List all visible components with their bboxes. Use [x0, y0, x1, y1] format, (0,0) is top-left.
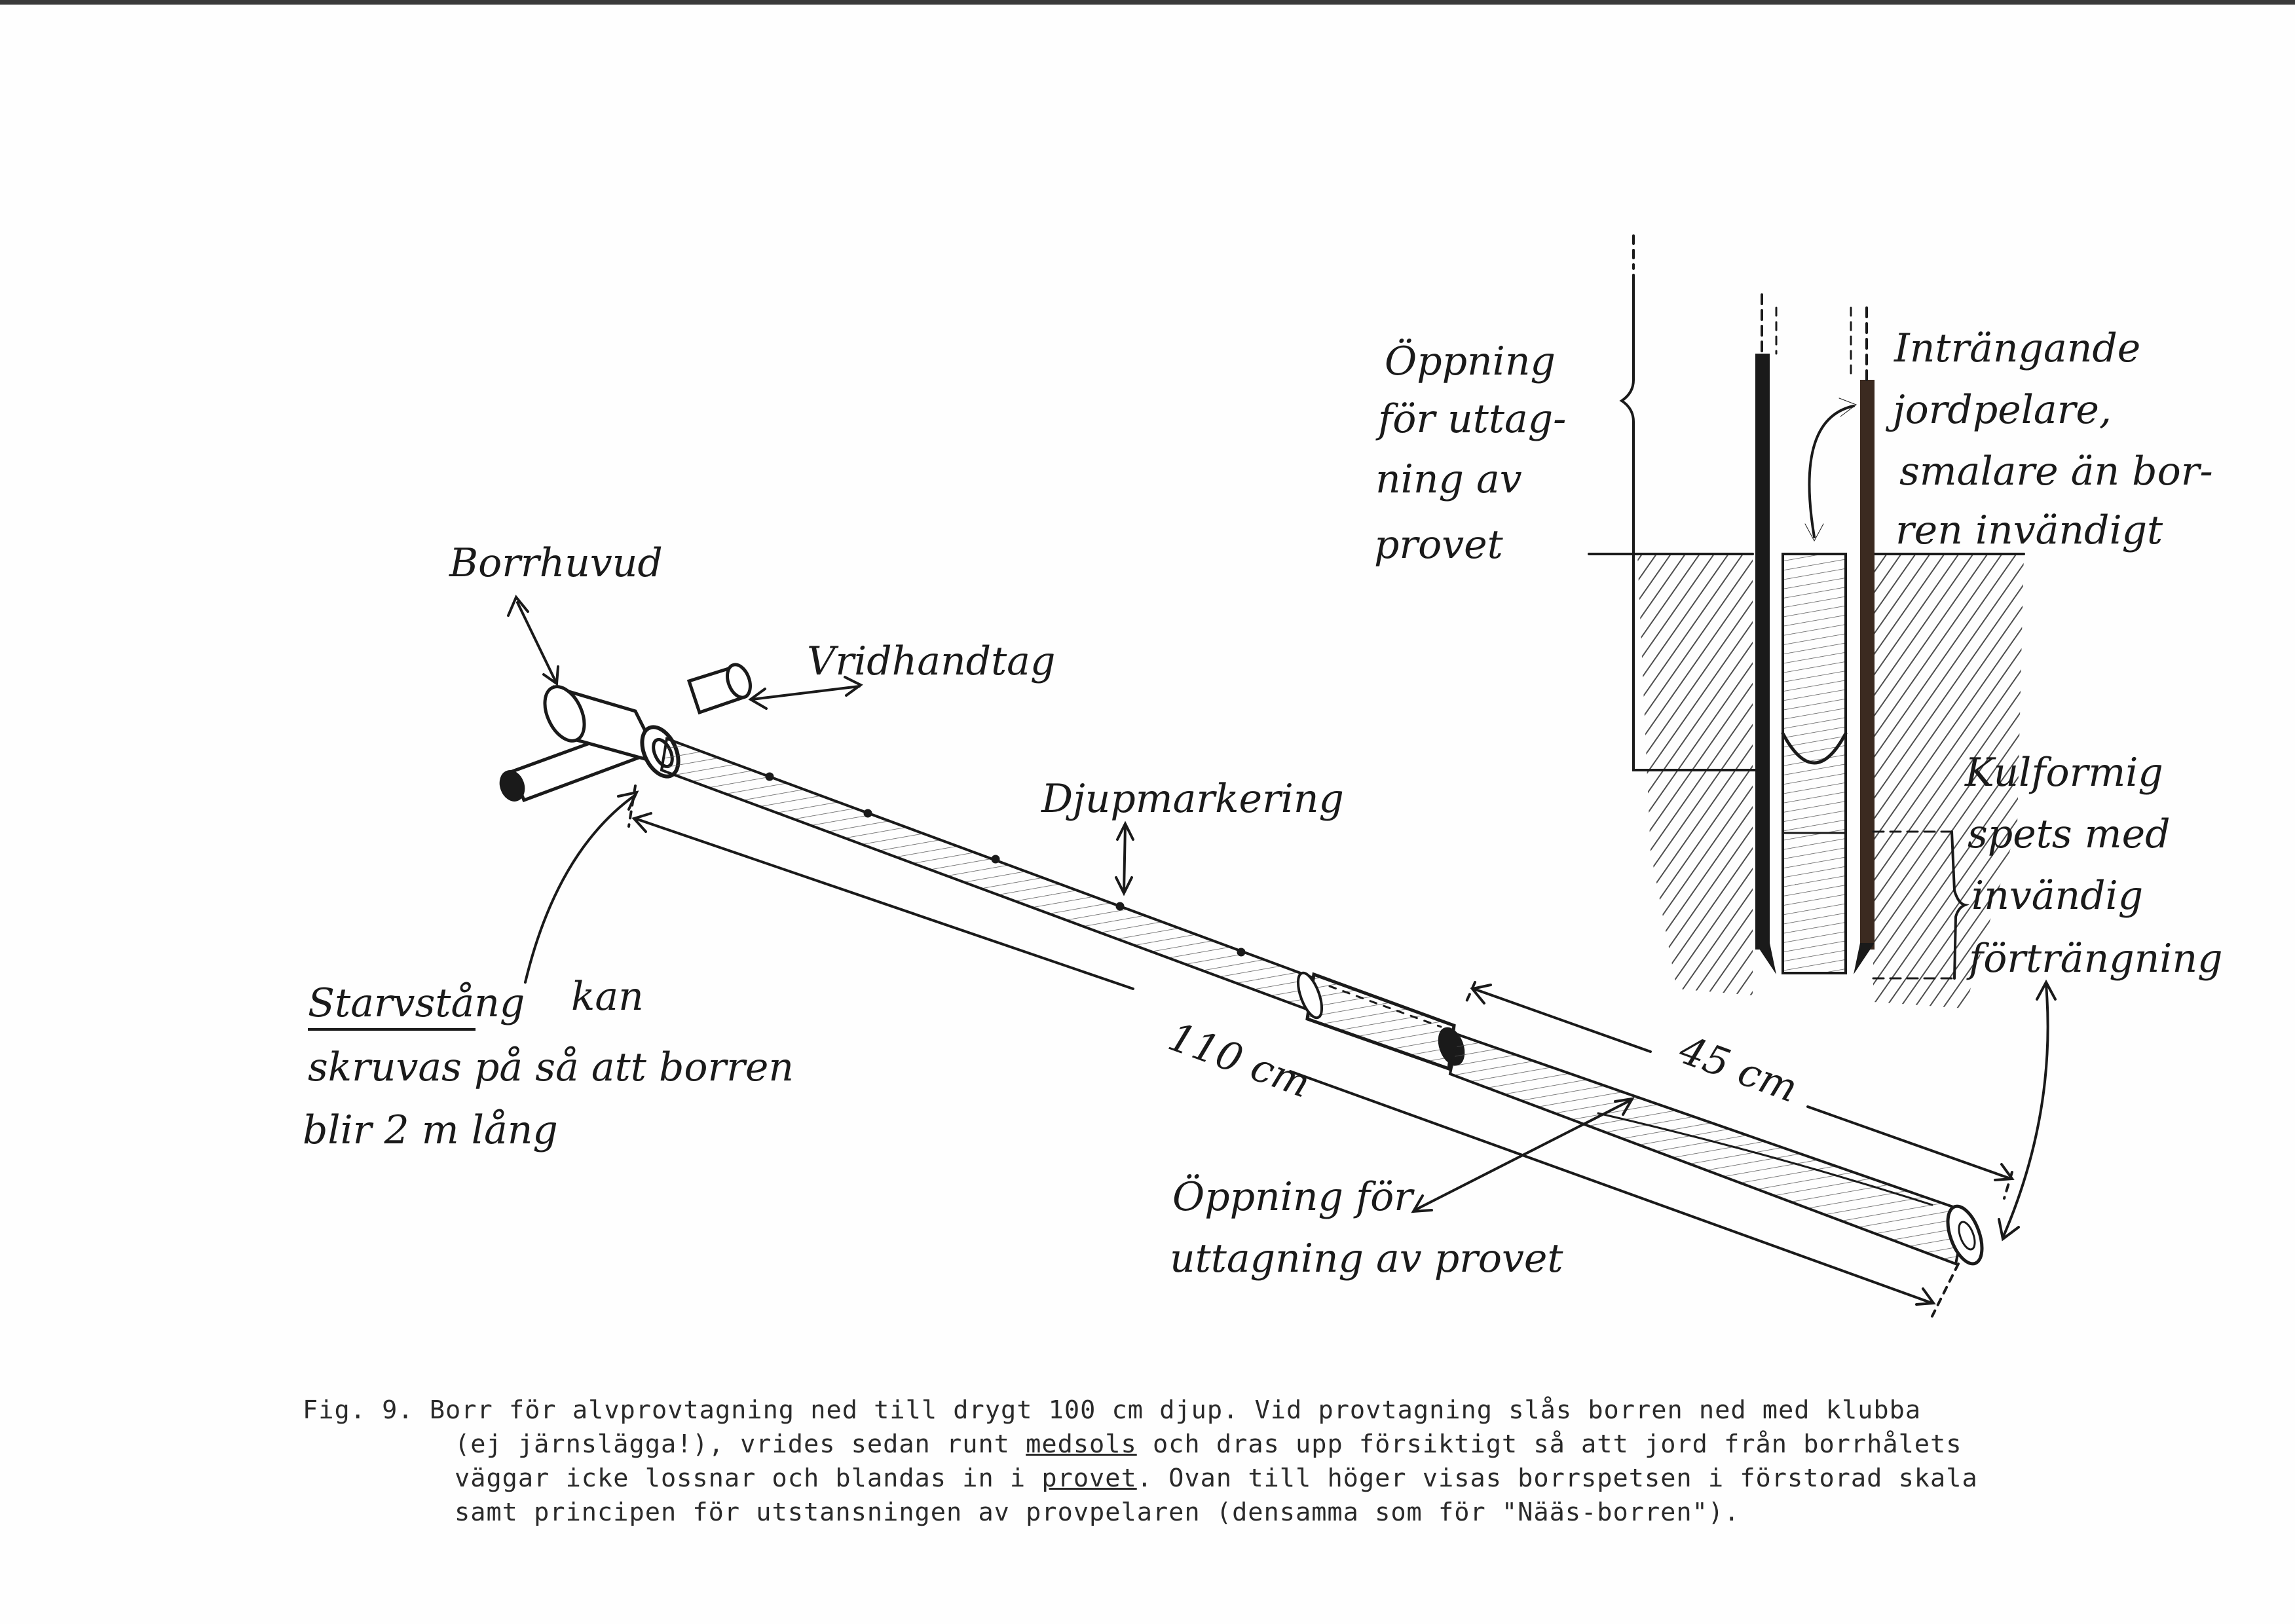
caption-line-3: väggar icke lossnar och blandas in i pro…	[455, 1464, 1978, 1493]
label-borrhuvud: Borrhuvud	[449, 540, 663, 586]
caption-line-4: samt principen för utstansningen av prov…	[455, 1498, 1740, 1527]
label-opening-top-3: ning av	[1375, 456, 1522, 502]
label-starvstang: Starvstång	[308, 980, 525, 1026]
label-110cm: 110 cm	[1163, 1014, 1316, 1107]
label-djupmarkering: Djupmarkering	[1041, 776, 1344, 822]
label-intrang-4: ren invändigt	[1895, 507, 2163, 553]
label-45cm: 45 cm	[1673, 1027, 1804, 1112]
label-starvstang-line2: skruvas på så att borren	[308, 1044, 794, 1090]
label-intrang-2: jordpelare,	[1886, 387, 2112, 433]
dimension-45cm	[1463, 981, 2015, 1200]
label-kul-2: spets med	[1968, 811, 2171, 857]
label-starvstang-line3: blir 2 m lång	[303, 1107, 558, 1153]
label-kul-3: invändig	[1971, 873, 2143, 919]
tip-cross-section	[1588, 234, 2025, 1008]
figure-caption: Fig. 9. Borr för alvprovtagning ned till…	[303, 1393, 2071, 1530]
label-opening-top-1: Öppning	[1385, 338, 1556, 384]
auger-shaft	[660, 737, 1984, 1266]
auger-drawing	[499, 595, 2057, 1318]
label-intrang-1: Inträngande	[1894, 325, 2140, 371]
label-vridhandtag: Vridhandtag	[807, 638, 1055, 684]
handwritten-labels: Borrhuvud Vridhandtag Djupmarkering Star…	[303, 325, 2223, 1282]
caption-prefix: Fig. 9.	[303, 1395, 414, 1425]
label-opening-top-2: för uttag-	[1375, 396, 1566, 442]
label-opening-bottom-2: uttagning av provet	[1170, 1236, 1563, 1282]
label-kul-1: Kulformig	[1964, 750, 2163, 796]
caption-line-2: (ej järnslägga!), vrides sedan runt meds…	[455, 1430, 1962, 1459]
caption-line-1: Fig. 9. Borr för alvprovtagning ned till…	[303, 1395, 1922, 1425]
label-opening-top-4: provet	[1374, 522, 1504, 568]
scan-top-edge	[0, 0, 2295, 5]
label-kan: kan	[571, 974, 644, 1020]
label-opening-bottom-1: Öppning för	[1172, 1173, 1415, 1220]
label-kul-4: förträngning	[1966, 936, 2223, 982]
label-intrang-3: smalare än bor-	[1899, 449, 2213, 494]
annotation-arrows	[507, 595, 2057, 1242]
dimension-110cm	[627, 784, 1960, 1318]
